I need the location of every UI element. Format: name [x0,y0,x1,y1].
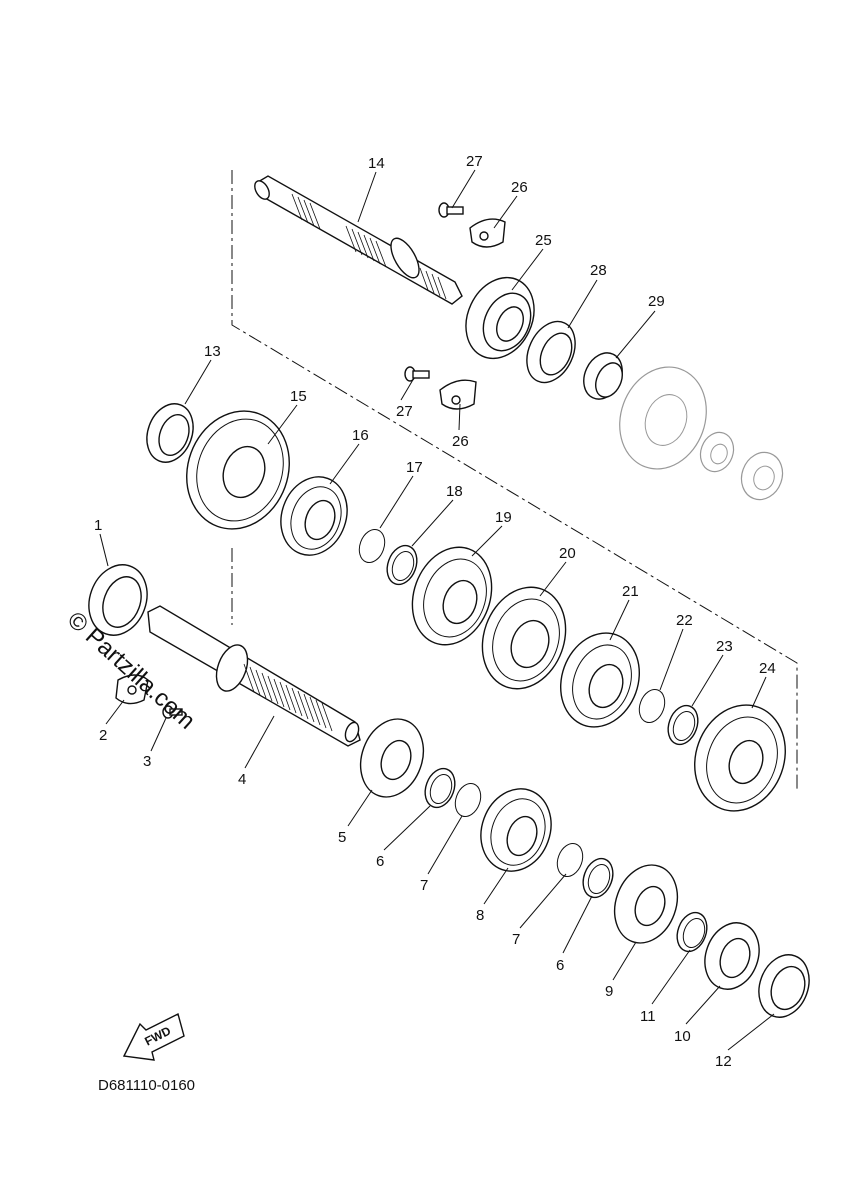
callout-11: 11 [640,1008,656,1025]
washer-18 [386,544,418,586]
callout-2: 2 [99,727,107,744]
collar-29 [583,352,623,400]
gear-16 [280,476,348,556]
callout-28: 28 [590,262,607,279]
washer-6-lower [582,857,614,899]
gear-19 [411,546,493,646]
drive-sprocket-reference [619,366,784,501]
callout-6-upper: 6 [376,853,384,870]
gear-8 [480,788,552,872]
drive-axle-shaft [254,175,463,305]
callout-16: 16 [352,427,369,444]
screw-3 [162,705,183,719]
callout-27-lower: 27 [396,403,413,420]
callout-27-upper: 27 [466,153,483,170]
callout-12: 12 [715,1053,732,1070]
callout-18: 18 [446,483,463,500]
callout-26-lower: 26 [452,433,469,450]
fwd-arrow-icon: FWD [122,1012,185,1061]
gear-21 [559,632,641,728]
needle-bearing-11 [676,911,708,953]
callout-7-lower: 7 [512,931,520,948]
gear-5 [359,718,425,798]
callout-29: 29 [648,293,665,310]
callout-3: 3 [143,753,151,770]
callout-9: 9 [605,983,613,1000]
callout-5: 5 [338,829,346,846]
gear-15 [186,410,290,530]
callout-10: 10 [674,1028,691,1045]
bearing-12 [758,954,810,1018]
callout-8: 8 [476,907,484,924]
bearing-1 [88,564,148,636]
callout-26-upper: 26 [511,179,528,196]
callout-19: 19 [495,509,512,526]
bolt-lower [404,366,430,382]
circlip-17 [358,529,386,563]
gear-20 [481,586,567,690]
callout-25: 25 [535,232,552,249]
callout-1: 1 [94,517,102,534]
callout-4: 4 [238,771,246,788]
bearing-25 [465,276,535,360]
callout-24: 24 [759,660,776,677]
gear-24 [694,704,786,812]
callout-23: 23 [716,638,733,655]
circlip-22 [638,689,666,723]
assembly-frame [231,170,798,790]
callout-17: 17 [406,459,423,476]
washer-23 [667,704,699,746]
circlip-7-lower [556,843,584,877]
bearing-13 [146,403,194,463]
stopper-plate-upper [469,218,506,248]
collar-28 [526,320,576,384]
callout-14: 14 [368,155,385,172]
plate-2 [115,674,149,705]
callout-6-lower: 6 [556,957,564,974]
callout-13: 13 [204,343,221,360]
callout-7-upper: 7 [420,877,428,894]
callout-15: 15 [290,388,307,405]
gear-10 [704,922,760,990]
washer-6-upper [424,767,456,809]
stopper-plate-lower [439,379,477,410]
gear-9 [613,864,679,944]
bolt-upper [438,202,464,218]
leader-lines [99,169,775,1051]
callout-21: 21 [622,583,639,600]
callout-20: 20 [559,545,576,562]
diagram-code: D681110-0160 [98,1077,195,1094]
callout-labels: 14 27 26 25 28 29 27 26 13 15 16 17 18 1… [94,153,776,1070]
circlip-7-upper [454,783,482,817]
callout-22: 22 [676,612,693,629]
main-axle-shaft [147,605,361,747]
